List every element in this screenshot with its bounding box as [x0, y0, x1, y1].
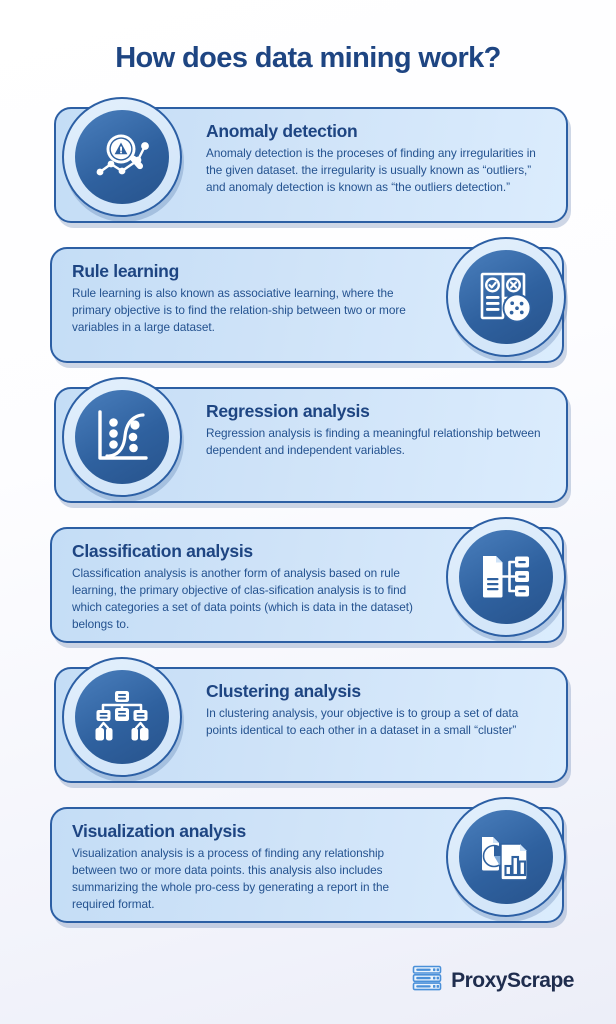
checklist-dots-icon: [459, 250, 553, 345]
card-title: Clustering analysis: [206, 681, 361, 702]
card-title: Anomaly detection: [206, 121, 358, 142]
page-title: How does data mining work?: [115, 42, 501, 74]
server-stack-icon: [412, 965, 442, 996]
card-body: Regression analysis is finding a meaning…: [206, 426, 541, 458]
card-icon-badge: [446, 237, 566, 358]
charts-documents-icon: [459, 810, 553, 905]
card-icon-badge: [446, 517, 566, 638]
magnifier-warning-icon: [75, 110, 169, 205]
card-body: Classification analysis is another form …: [72, 566, 413, 631]
card-icon-badge: [446, 797, 566, 918]
card-body: In clustering analysis, your objective i…: [206, 706, 519, 738]
card-visualization-analysis: Visualization analysis Visualization ana…: [0, 797, 616, 937]
card-body: Anomaly detection is the proceses of fin…: [206, 146, 536, 194]
card-body: Rule learning is also known as associati…: [72, 286, 406, 334]
card-icon-badge: [62, 657, 182, 778]
hierarchy-tree-icon: [75, 670, 169, 765]
card-classification-analysis: Classification analysis Classification a…: [0, 517, 616, 657]
scatter-curve-icon: [75, 390, 169, 485]
card-anomaly-detection: Anomaly detection Anomaly detection is t…: [0, 97, 616, 237]
card-clustering-analysis: Clustering analysis In clustering analys…: [0, 657, 616, 797]
document-tree-icon: [459, 530, 553, 625]
card-icon-badge: [62, 377, 182, 498]
card-rule-learning: Rule learning Rule learning is also know…: [0, 237, 616, 377]
card-title: Regression analysis: [206, 401, 370, 422]
card-title: Rule learning: [72, 261, 179, 282]
card-list: Anomaly detection Anomaly detection is t…: [0, 97, 616, 937]
card-title: Visualization analysis: [72, 821, 246, 842]
card-title: Classification analysis: [72, 541, 253, 562]
card-regression-analysis: Regression analysis Regression analysis …: [0, 377, 616, 517]
card-icon-badge: [62, 97, 182, 218]
brand-name: ProxyScrape: [451, 968, 574, 992]
card-body: Visualization analysis is a process of f…: [72, 846, 389, 911]
footer-brand: ProxyScrape: [412, 965, 574, 996]
